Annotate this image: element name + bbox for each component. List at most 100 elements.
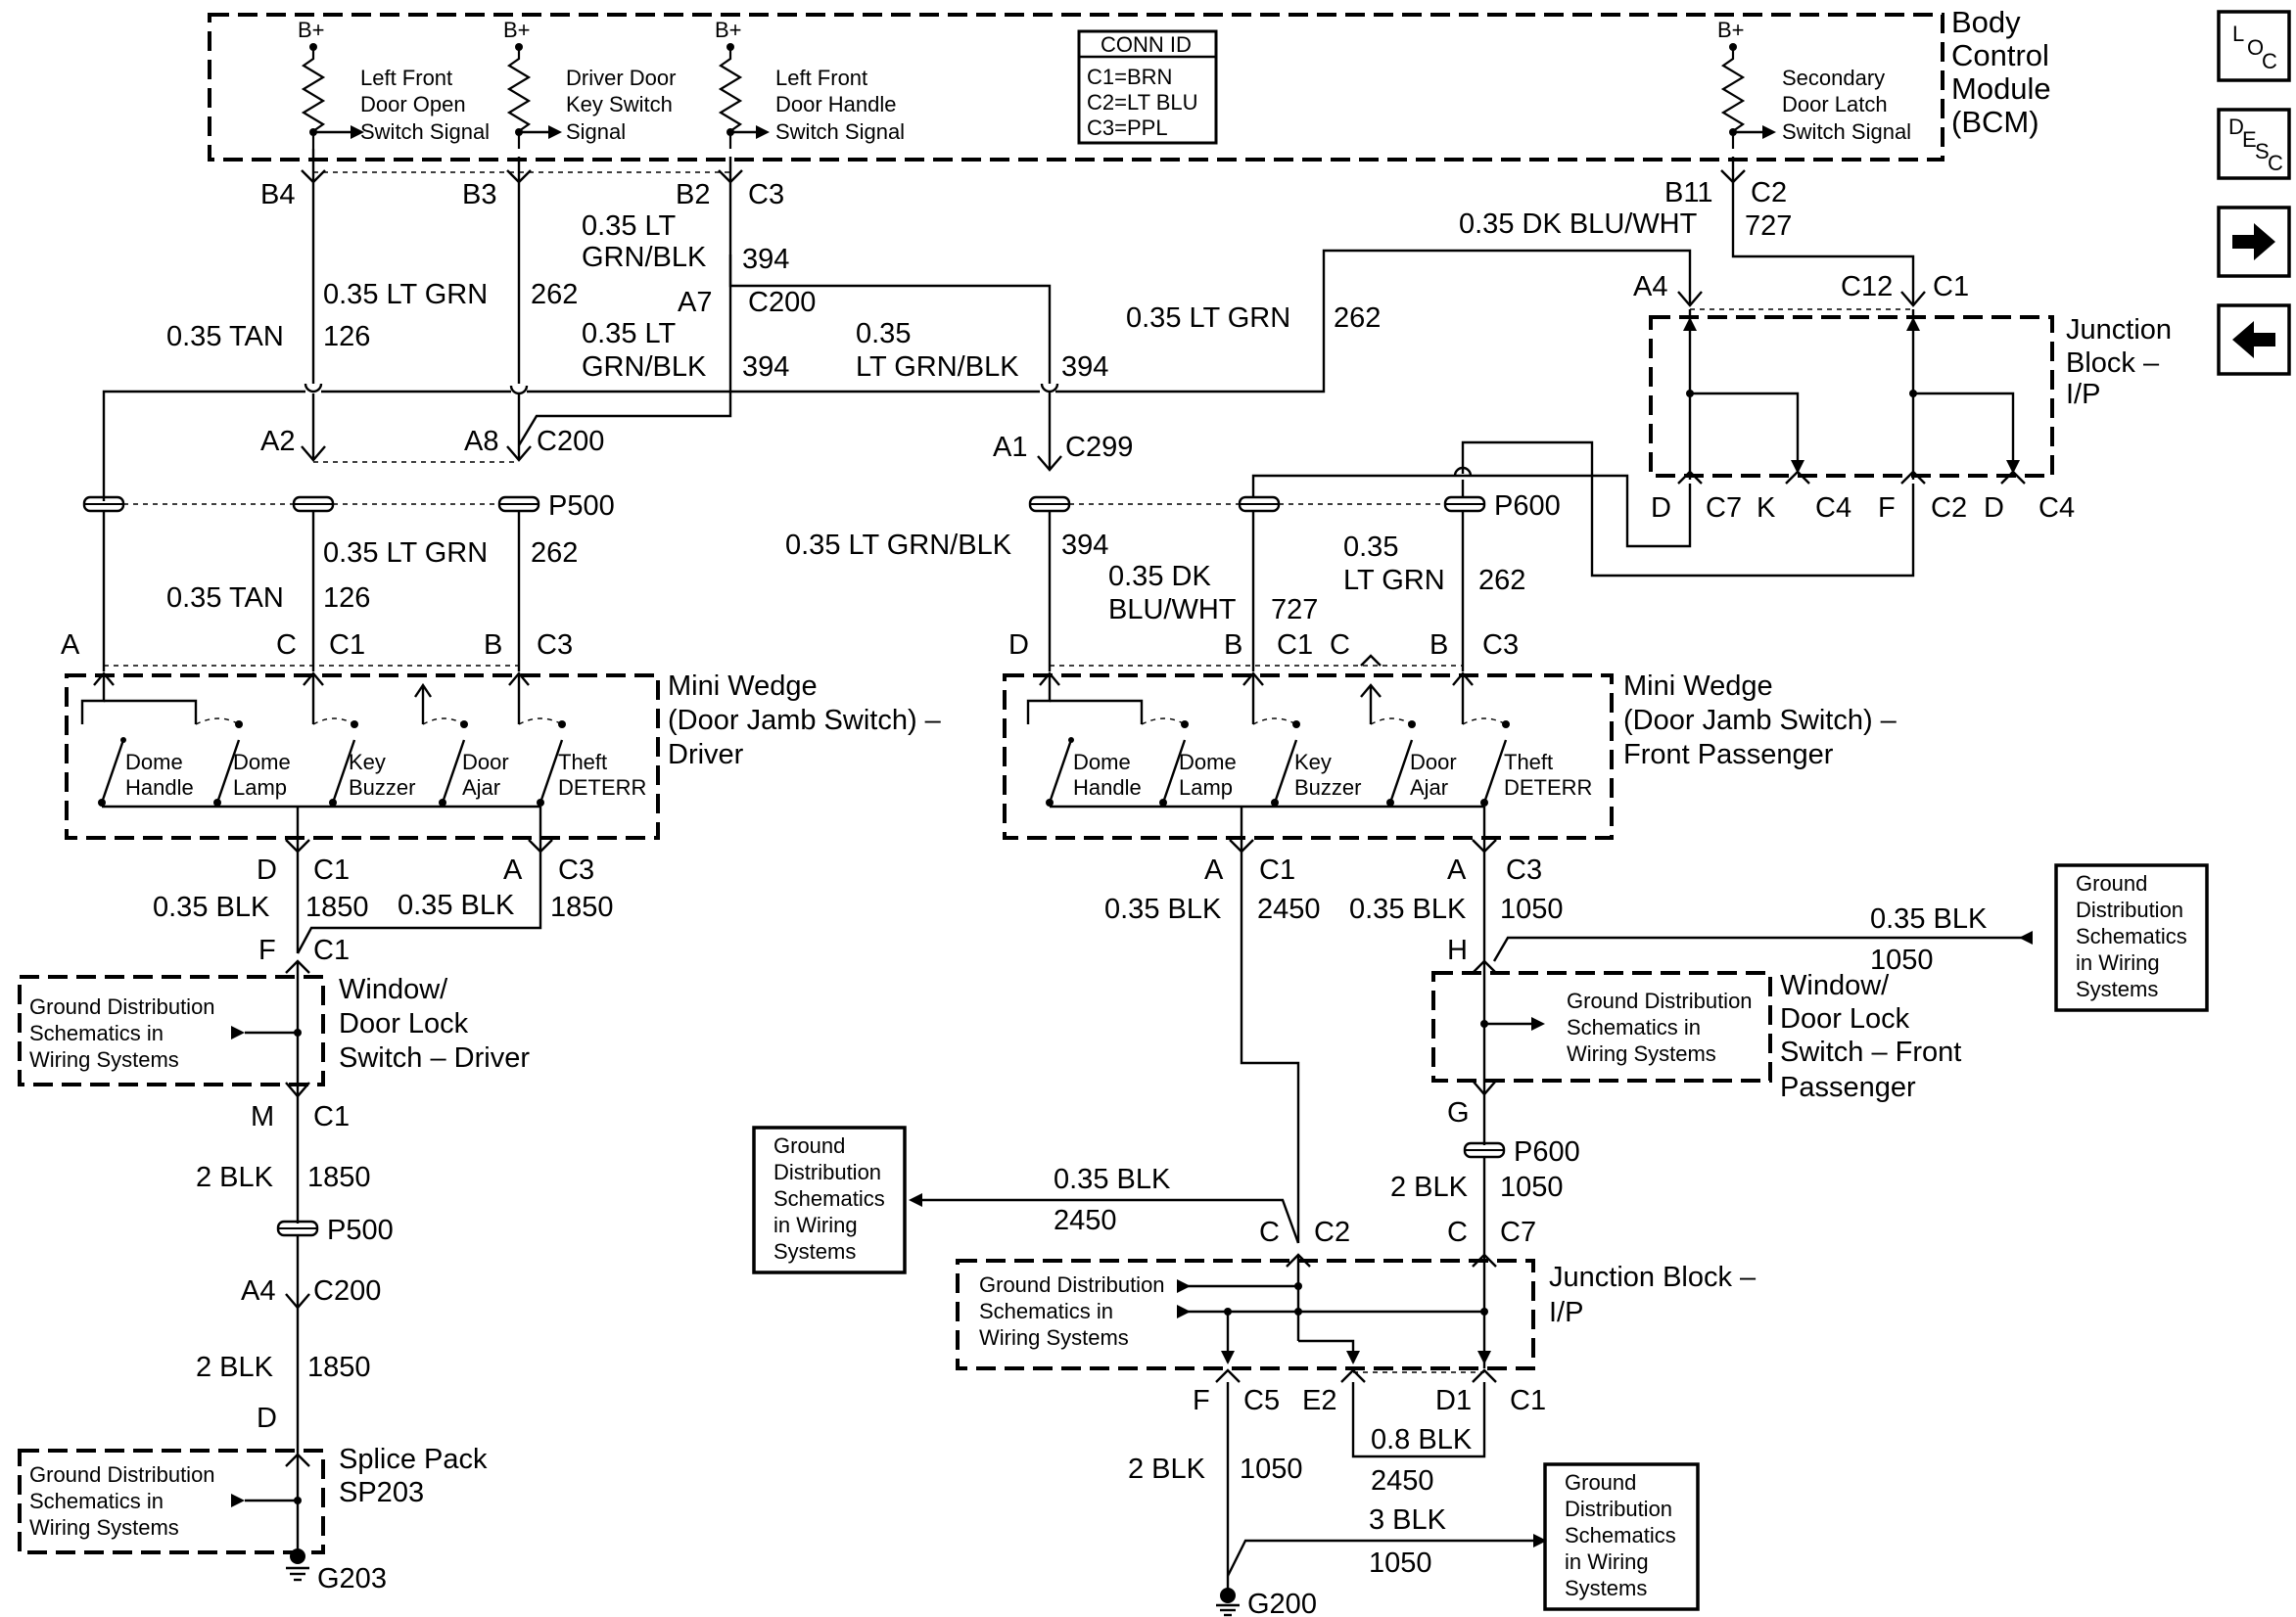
svg-text:Dome: Dome (125, 750, 183, 774)
bcm-connector-labels: B4 B3 B2 C3 B11 C2 (260, 177, 1787, 210)
svg-text:Door Latch: Door Latch (1782, 92, 1888, 116)
prev-button[interactable] (2217, 303, 2291, 376)
svg-text:2 BLK: 2 BLK (1128, 1454, 1206, 1485)
svg-text:Ground Distribution: Ground Distribution (29, 994, 215, 1019)
svg-text:S: S (2255, 139, 2270, 163)
svg-text:Systems: Systems (773, 1239, 856, 1264)
svg-text:0.35 LT: 0.35 LT (582, 210, 676, 242)
driver-ground-chain: D C1 A C3 0.35 BLK 1850 0.35 BLK 1850 F … (153, 852, 614, 974)
svg-text:GRN/BLK: GRN/BLK (582, 242, 707, 273)
mini-wedge-front-passenger: Mini Wedge (Door Jamb Switch) – Front Pa… (1003, 670, 1898, 854)
svg-text:C2: C2 (1751, 177, 1787, 208)
svg-text:Switch Signal: Switch Signal (360, 119, 490, 144)
svg-text:Wiring Systems: Wiring Systems (1567, 1041, 1716, 1066)
svg-text:C1: C1 (1259, 855, 1295, 886)
svg-text:A: A (1447, 855, 1467, 886)
desc-button[interactable]: D E S C (2217, 108, 2291, 180)
svg-text:C3: C3 (558, 855, 594, 886)
svg-text:A4: A4 (241, 1275, 275, 1307)
switch-dome-handle: Dome Handle (98, 737, 194, 807)
svg-text:Driver Door: Driver Door (566, 66, 676, 90)
svg-text:B11: B11 (1664, 177, 1712, 208)
svg-text:Buzzer: Buzzer (1294, 775, 1361, 800)
svg-text:C: C (1330, 629, 1350, 661)
svg-text:Dome: Dome (233, 750, 291, 774)
driver-lower-wires: 0.35 LT GRN 262 0.35 TAN 126 A C C1 B C3 (61, 511, 578, 671)
svg-text:2450: 2450 (1371, 1465, 1434, 1497)
passenger-ground-chain: A C1 A C3 0.35 BLK 2450 0.35 BLK 1050 H … (1104, 852, 2033, 1243)
svg-text:B+: B+ (503, 18, 531, 42)
switch-door-ajar: Door Ajar (422, 717, 509, 807)
svg-text:Systems: Systems (1565, 1576, 1647, 1600)
switch-key-buzzer: Key Buzzer (312, 717, 415, 807)
svg-text:C3: C3 (1506, 855, 1542, 886)
svg-text:BLU/WHT: BLU/WHT (1108, 594, 1237, 625)
svg-text:A: A (503, 855, 523, 886)
svg-text:B2: B2 (676, 179, 710, 210)
svg-text:GRN/BLK: GRN/BLK (582, 351, 707, 383)
ground-ref-box-mid: Ground Distribution Schematics in Wiring… (752, 1126, 1300, 1274)
svg-text:B: B (1224, 629, 1242, 661)
svg-text:D: D (1651, 492, 1671, 524)
svg-text:Ground Distribution: Ground Distribution (979, 1272, 1165, 1297)
svg-text:C12: C12 (1841, 271, 1893, 302)
svg-text:2 BLK: 2 BLK (196, 1162, 274, 1193)
wire-394-lt-grn-blk: 0.35 LT GRN/BLK 394 A7 C200 0.35 LT GRN/… (582, 157, 1133, 472)
inline-connector-p600: P600 (1463, 1136, 1580, 1168)
svg-text:B: B (484, 629, 502, 661)
svg-text:Schematics in: Schematics in (979, 1299, 1113, 1323)
svg-text:A4: A4 (1633, 271, 1667, 302)
svg-text:C: C (2268, 151, 2283, 175)
svg-text:C299: C299 (1065, 432, 1133, 463)
svg-text:E: E (2242, 127, 2257, 152)
svg-text:0.35 TAN: 0.35 TAN (166, 582, 284, 614)
loc-button[interactable]: L O C (2217, 10, 2291, 82)
svg-text:394: 394 (1061, 530, 1108, 561)
svg-text:A1: A1 (993, 432, 1027, 463)
svg-text:Driver: Driver (668, 739, 744, 770)
svg-text:Schematics: Schematics (2076, 924, 2187, 948)
svg-text:D: D (257, 1403, 277, 1434)
next-button[interactable] (2217, 206, 2291, 278)
pullup-left-front-door-open: B+ Left Front Door Open Switch Signal (298, 18, 490, 157)
svg-text:0.35 LT: 0.35 LT (582, 318, 676, 349)
svg-text:LT GRN/BLK: LT GRN/BLK (856, 351, 1019, 383)
svg-text:A: A (61, 629, 80, 661)
svg-text:126: 126 (323, 321, 370, 352)
svg-text:Wiring Systems: Wiring Systems (29, 1047, 179, 1072)
splice-pack-sp203: Ground Distribution Schematics in Wiring… (18, 1444, 488, 1554)
svg-text:262: 262 (1478, 565, 1525, 596)
svg-text:(BCM): (BCM) (1951, 105, 2039, 139)
ground-ref-box-right: Ground Distribution Schematics in Wiring… (2054, 863, 2209, 1012)
ground-ref-box-bottom: Ground Distribution Schematics in Wiring… (1543, 1462, 1700, 1611)
svg-text:Control: Control (1951, 38, 2049, 72)
svg-text:0.8 BLK: 0.8 BLK (1371, 1424, 1473, 1455)
svg-text:C1: C1 (1933, 271, 1969, 302)
svg-text:in Wiring: in Wiring (1565, 1549, 1649, 1574)
svg-text:126: 126 (323, 582, 370, 614)
svg-text:Ajar: Ajar (462, 775, 500, 800)
svg-text:Door: Door (1410, 750, 1457, 774)
svg-text:Schematics: Schematics (773, 1186, 885, 1211)
svg-text:Door Handle: Door Handle (775, 92, 897, 116)
svg-text:Secondary: Secondary (1782, 66, 1885, 90)
svg-text:D: D (1984, 492, 2004, 524)
svg-text:Key: Key (349, 750, 386, 774)
svg-text:Distribution: Distribution (2076, 898, 2183, 922)
svg-text:G203: G203 (317, 1563, 387, 1594)
svg-text:0.35 BLK: 0.35 BLK (1870, 903, 1988, 935)
svg-text:C3=PPL: C3=PPL (1087, 116, 1168, 140)
passenger-ground-mid: G P600 2 BLK 1050 C C7 (1390, 1094, 1580, 1268)
svg-text:Theft: Theft (558, 750, 607, 774)
svg-text:Junction Block –: Junction Block – (1549, 1262, 1757, 1293)
junction-block-ip-top: C12 C1 Junction Block – I/P D C7 K C4 F … (1649, 157, 2172, 524)
svg-text:0.35 LT GRN: 0.35 LT GRN (323, 279, 488, 310)
svg-text:(Door Jamb Switch) –: (Door Jamb Switch) – (1623, 705, 1898, 736)
svg-text:in Wiring: in Wiring (2076, 950, 2160, 975)
svg-text:C4: C4 (2038, 492, 2075, 524)
svg-text:C3: C3 (537, 629, 573, 661)
svg-text:Mini Wedge: Mini Wedge (1623, 670, 1773, 702)
svg-text:A7: A7 (678, 287, 712, 318)
svg-text:C: C (1447, 1217, 1468, 1248)
svg-text:C2: C2 (1931, 492, 1967, 524)
